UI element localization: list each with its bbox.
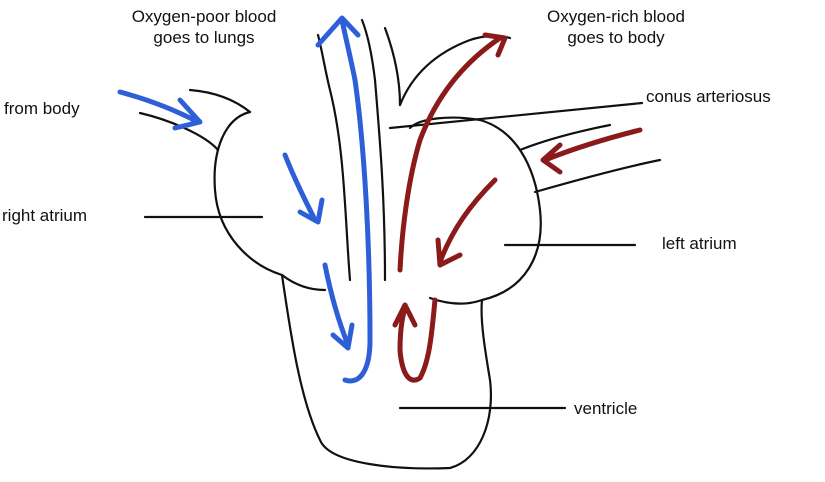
blue-arrow-to-lungs [315,15,373,384]
pulmonary-vessel-right [360,18,387,282]
atrium-divider [280,273,327,292]
red-arrow-ventricle [392,297,438,383]
conus-arteriosus-label: conus arteriosus [646,87,771,106]
from-body-label: from body [4,99,80,118]
aorta-outer [398,34,512,107]
red-arrow-from-lungs [540,127,643,175]
blue-arrow-atrium [282,152,325,225]
pulmonary-vein-bottom [533,158,662,194]
heart-outline [213,110,542,470]
aorta-inner [383,26,402,107]
left-atrium-divider [428,296,484,305]
pulmonary-vein-top [518,123,612,152]
red-arrow-left-atrium [435,177,498,268]
vena-cava-top [188,88,252,114]
oxygen-poor-flow [117,15,373,384]
pulmonary-vessel-left [316,33,352,282]
oxygen-rich-label: Oxygen-rich blood goes to body [547,7,685,47]
oxygen-poor-label: Oxygen-poor blood goes to lungs [131,7,277,47]
blue-arrow-ventricle [322,262,355,351]
right-atrium-label: right atrium [2,206,88,225]
oxygen-rich-flow [392,32,643,383]
blue-arrow-from-body [117,89,203,131]
ventricle-label: ventricle [574,399,638,418]
vena-cava-bottom [138,111,220,152]
red-arrow-to-body [397,32,508,273]
left-atrium-label: left atrium [662,234,737,253]
